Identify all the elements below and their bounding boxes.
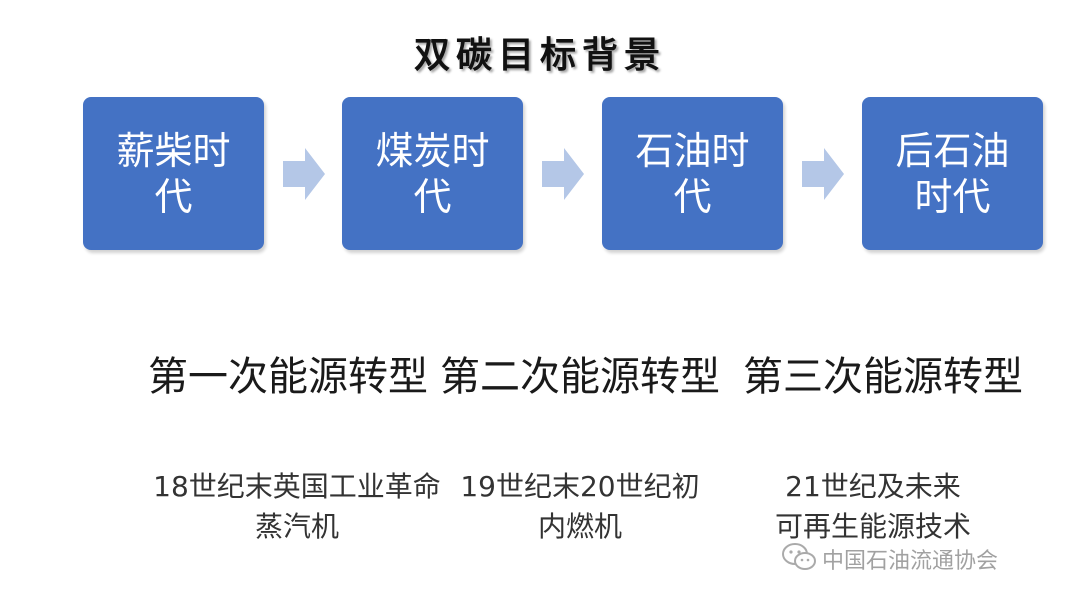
watermark: 中国石油流通协会 <box>782 542 998 576</box>
description-line: 内燃机 <box>537 510 622 543</box>
transition-title-second: 第二次能源转型 <box>440 354 720 400</box>
era-label: 后石油时代 <box>895 128 1010 219</box>
watermark-text: 中国石油流通协会 <box>822 549 999 574</box>
era-box-firewood: 薪柴时代 <box>83 97 264 250</box>
transition-description-first: 18世纪末英国工业革命 蒸汽机 <box>147 467 447 547</box>
era-box-post-oil: 后石油时代 <box>862 97 1043 250</box>
description-line: 蒸汽机 <box>254 510 339 543</box>
era-box-oil: 石油时代 <box>602 97 783 250</box>
transition-description-third: 21世纪及未来 可再生能源技术 <box>723 467 1023 547</box>
wechat-icon <box>782 542 816 576</box>
transition-description-second: 19世纪末20世纪初 内燃机 <box>430 467 730 547</box>
page-title: 双碳目标背景 <box>413 34 666 76</box>
era-label: 薪柴时代 <box>116 128 231 219</box>
era-label: 煤炭时代 <box>375 128 490 219</box>
description-line: 19世纪末20世纪初 <box>460 470 700 503</box>
transition-title-third: 第三次能源转型 <box>743 354 1023 400</box>
transition-title-first: 第一次能源转型 <box>148 354 428 400</box>
era-label: 石油时代 <box>635 128 750 219</box>
description-line: 18世纪末英国工业革命 <box>153 470 441 503</box>
description-line: 21世纪及未来 <box>785 470 961 503</box>
era-box-coal: 煤炭时代 <box>342 97 523 250</box>
description-line: 可再生能源技术 <box>774 510 971 543</box>
